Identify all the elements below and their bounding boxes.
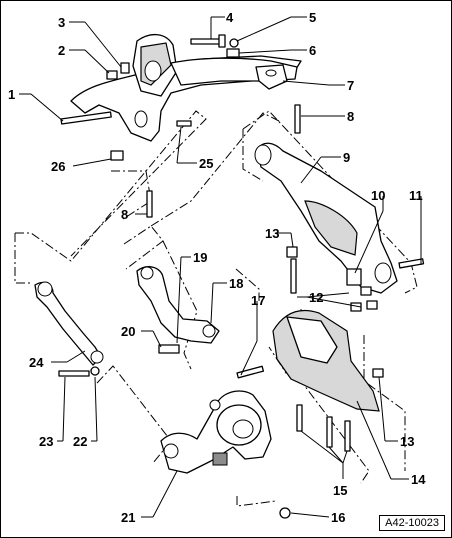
trim-cover-14 <box>272 309 384 452</box>
callout-16: 16 <box>331 510 345 525</box>
callout-labels: 1 2 3 4 5 6 7 8 9 10 11 12 13 13 14 15 1… <box>8 10 426 525</box>
callout-21: 21 <box>121 510 135 525</box>
callout-8-upper: 8 <box>347 109 354 124</box>
callout-17: 17 <box>251 293 265 308</box>
callout-6: 6 <box>309 43 316 58</box>
callout-15: 15 <box>333 483 347 498</box>
washer-5-icon <box>229 38 239 48</box>
callout-4: 4 <box>226 10 234 25</box>
washer-3-icon <box>120 62 130 74</box>
bolt-1-icon <box>60 111 112 125</box>
nut-12-c-icon <box>360 286 372 296</box>
callout-26: 26 <box>51 159 65 174</box>
screw-15-c-icon <box>344 420 351 452</box>
bolt-8-bottom-icon <box>146 190 153 218</box>
nut-13-top-icon <box>286 246 298 258</box>
nut-12-b-icon <box>366 300 378 310</box>
subframe <box>70 34 302 142</box>
nut-6-icon <box>226 48 240 58</box>
bolt-23-icon <box>58 370 90 377</box>
callout-13-lower: 13 <box>400 434 414 449</box>
callout-22: 22 <box>73 434 87 449</box>
callout-19: 19 <box>193 250 207 265</box>
callout-23: 23 <box>39 434 53 449</box>
callout-25: 25 <box>199 156 213 171</box>
bolt-11-icon <box>398 258 425 269</box>
lateral-link-24 <box>34 281 104 377</box>
bolt-4-icon <box>190 38 222 45</box>
callout-11: 11 <box>409 188 423 203</box>
screw-15-a-icon <box>296 404 303 432</box>
callout-10: 10 <box>371 188 385 203</box>
nut-16-icon <box>279 507 291 519</box>
callout-14: 14 <box>411 472 426 487</box>
bolt-8-top-icon <box>294 104 301 134</box>
callout-7: 7 <box>347 78 354 93</box>
callout-3: 3 <box>58 15 65 30</box>
subframe-fasteners <box>60 34 301 218</box>
bolt-13-top-shaft-icon <box>290 258 297 294</box>
clip-13-icon <box>372 368 384 378</box>
bush-10-icon <box>346 268 362 286</box>
callout-20: 20 <box>121 324 135 339</box>
bush-26-icon <box>110 150 124 161</box>
callout-18: 18 <box>229 276 243 291</box>
callout-1: 1 <box>8 87 15 102</box>
bolt-17-icon <box>236 365 265 379</box>
callout-24: 24 <box>29 355 44 370</box>
stud-25-icon <box>176 120 192 127</box>
washer-22-icon <box>90 366 100 376</box>
callout-13-upper: 13 <box>265 226 279 241</box>
screw-15-b-icon <box>326 416 333 448</box>
callout-8-lower: 8 <box>121 207 128 222</box>
bolt-4-head-icon <box>218 34 226 48</box>
upper-link-19 <box>136 266 220 354</box>
bolt-20-icon <box>158 344 180 354</box>
callout-9: 9 <box>343 150 350 165</box>
leader-lines <box>19 16 422 518</box>
wheel-bearing-housing-21 <box>160 365 291 519</box>
spring-link-9 <box>254 142 425 312</box>
nut-2-icon <box>106 70 118 80</box>
callout-2: 2 <box>58 43 65 58</box>
callout-5: 5 <box>309 10 316 25</box>
figure-reference-label: A42-10023 <box>379 515 445 531</box>
callout-12: 12 <box>309 290 323 305</box>
